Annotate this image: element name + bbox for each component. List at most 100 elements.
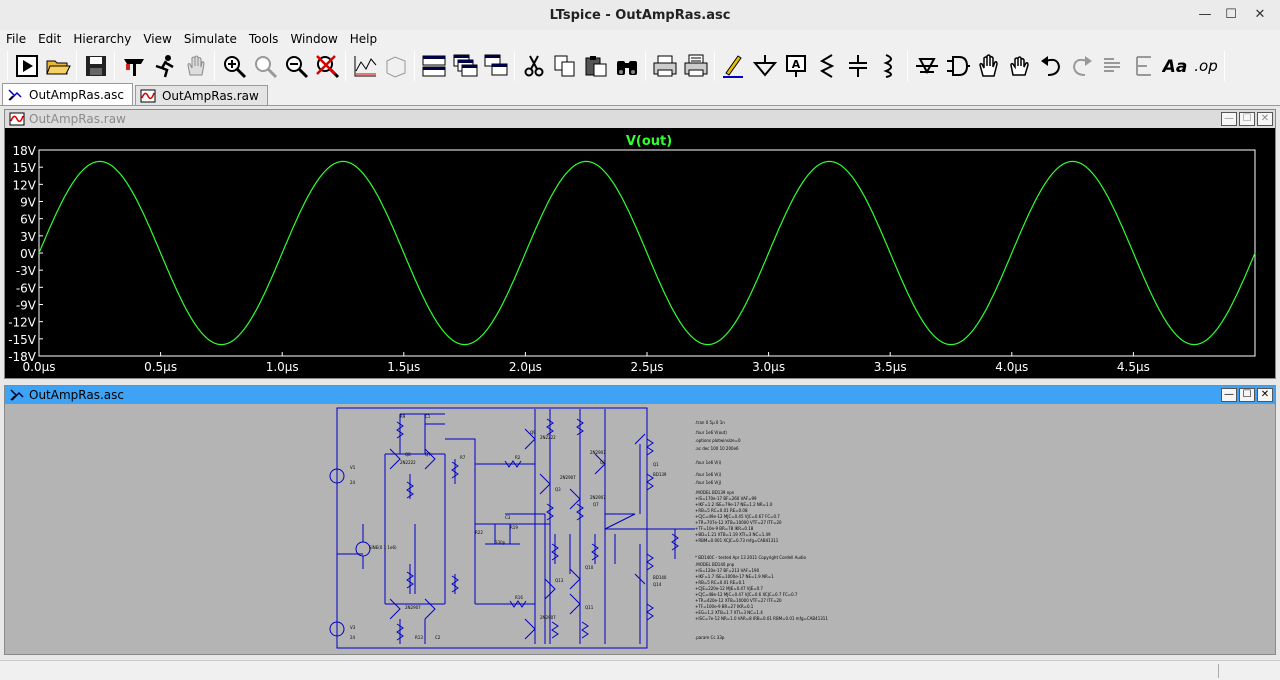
rotate-icon[interactable]	[1097, 51, 1128, 82]
mirror-icon[interactable]	[1128, 51, 1159, 82]
print-icon[interactable]	[649, 51, 680, 82]
svg-text:C1: C1	[425, 414, 431, 419]
svg-text:.tran 0 5µ 0 1n: .tran 0 5µ 0 1n	[695, 420, 725, 425]
minimize-button[interactable]: —	[1221, 112, 1237, 126]
x-tick-label: 4.5µs	[1117, 360, 1150, 374]
minimize-button[interactable]: —	[1198, 7, 1212, 22]
svg-text:.options plotwinsize=0: .options plotwinsize=0	[695, 438, 741, 443]
y-tick-label: -9V	[16, 299, 37, 313]
voltage-source[interactable]	[329, 468, 345, 484]
close-button[interactable]: ✕	[1257, 112, 1273, 126]
autorange-icon[interactable]	[349, 51, 380, 82]
waveform-plot[interactable]: V(out) 18V15V12V9V6V3V0V-3V-6V-9V-12V-15…	[5, 128, 1275, 378]
svg-text:R19: R19	[510, 525, 518, 530]
copy-icon[interactable]	[549, 51, 580, 82]
y-tick-label: -12V	[8, 316, 37, 330]
x-tick-label: 0.5µs	[144, 360, 177, 374]
schematic-window-title: OutAmpRas.asc	[29, 388, 124, 402]
text-icon[interactable]: Aa	[1159, 51, 1190, 82]
menu-help[interactable]: Help	[349, 32, 378, 46]
diode-icon[interactable]	[911, 51, 942, 82]
maximize-button[interactable]: ☐	[1225, 7, 1237, 22]
menu-edit[interactable]: Edit	[38, 32, 62, 46]
trace-label[interactable]: V(out)	[626, 134, 672, 149]
zoom-out-icon[interactable]	[249, 51, 280, 82]
drag-icon[interactable]	[1004, 51, 1035, 82]
print-setup-icon[interactable]	[680, 51, 711, 82]
maximize-button[interactable]: ☐	[1239, 112, 1255, 126]
svg-text:+RB=5 RC=0.01 RE=0.1: +RB=5 RC=0.01 RE=0.1	[695, 580, 745, 585]
voltage-source[interactable]	[329, 621, 345, 637]
svg-text:Q8: Q8	[405, 452, 411, 457]
svg-text:+TF=10e-9 BR=78 IKR=0.18: +TF=10e-9 BR=78 IKR=0.18	[695, 526, 754, 531]
minimize-button[interactable]: —	[1221, 388, 1237, 402]
svg-text:C2: C2	[435, 635, 441, 640]
run-icon[interactable]	[11, 51, 42, 82]
label-net-icon[interactable]: A	[780, 51, 811, 82]
capacitor-icon[interactable]	[842, 51, 873, 82]
y-tick-label: 9V	[20, 196, 37, 210]
x-tick-label: 0.0µs	[23, 360, 56, 374]
maximize-button[interactable]: ☐	[1239, 388, 1255, 402]
svg-text:2N2907: 2N2907	[560, 475, 576, 480]
x-tick-label: 1.5µs	[387, 360, 420, 374]
tab-schematic[interactable]: OutAmpRas.asc	[2, 83, 133, 105]
svg-text:.four 1e6 V(i): .four 1e6 V(i)	[695, 472, 722, 477]
undo-icon[interactable]	[1035, 51, 1066, 82]
svg-text:+IS=170e-17 BF=260 VAF=99: +IS=170e-17 BF=260 VAF=99	[695, 496, 757, 501]
svg-text:+TR=420e-12 XTB=10000 VTF=27: +TR=420e-12 XTB=10000 VTF=27 ITF=20	[695, 598, 782, 603]
svg-text:Q10: Q10	[585, 565, 594, 570]
document-tabs: OutAmpRas.asc OutAmpRas.raw	[0, 83, 1280, 106]
redo-icon[interactable]	[1066, 51, 1097, 82]
spice-directive-icon[interactable]: .op	[1190, 51, 1221, 82]
draw-wire-icon[interactable]	[718, 51, 749, 82]
pan-hand-icon[interactable]	[180, 51, 211, 82]
component-icon[interactable]	[942, 51, 973, 82]
paste-icon[interactable]	[580, 51, 611, 82]
tile-vertical-icon[interactable]	[480, 51, 511, 82]
control-panel-icon[interactable]	[118, 51, 149, 82]
tab-waveform[interactable]: OutAmpRas.raw	[134, 85, 268, 105]
zoom-in-icon[interactable]	[218, 51, 249, 82]
close-button[interactable]: ✕	[1254, 7, 1266, 22]
inductor-icon[interactable]	[873, 51, 904, 82]
y-tick-label: 6V	[20, 213, 37, 227]
waveform-window-titlebar[interactable]: OutAmpRas.raw — ☐ ✕	[5, 110, 1275, 128]
svg-text:.four 1e6 V(out): .four 1e6 V(out)	[695, 430, 727, 435]
zoom-full-icon[interactable]	[280, 51, 311, 82]
menu-view[interactable]: View	[143, 32, 172, 46]
move-icon[interactable]	[973, 51, 1004, 82]
svg-text:C3: C3	[505, 515, 511, 520]
svg-text:2N2907: 2N2907	[590, 495, 606, 500]
cancel-zoom-icon[interactable]	[311, 51, 342, 82]
open-icon[interactable]	[42, 51, 73, 82]
svg-text:* BD140C - tested Apr 13 2011: * BD140C - tested Apr 13 2011 Copyright …	[695, 555, 807, 560]
menu-simulate[interactable]: Simulate	[183, 32, 237, 46]
close-button[interactable]: ✕	[1257, 388, 1273, 402]
menu-file[interactable]: File	[6, 32, 27, 46]
find-icon[interactable]	[611, 51, 642, 82]
svg-text:24: 24	[350, 480, 356, 485]
3d-icon[interactable]	[380, 51, 411, 82]
menu-window[interactable]: Window	[290, 32, 338, 46]
svg-text:330p: 330p	[495, 540, 506, 545]
tile-horizontal-icon[interactable]	[418, 51, 449, 82]
svg-text:+ISC=7e-12 NR=1.0 VAR=8 IRB: +ISC=7e-12 NR=1.0 VAR=8 IRB=0.01 RBM=0.0…	[695, 616, 828, 621]
spice-directives: .tran 0 5µ 0 1n .four 1e6 V(out) .option…	[695, 420, 828, 640]
save-icon[interactable]	[80, 51, 111, 82]
toolbar-separator	[345, 51, 346, 81]
y-tick-label: 18V	[13, 144, 37, 158]
spice-directive-label: .op	[1194, 57, 1217, 75]
menu-hierarchy[interactable]: Hierarchy	[73, 32, 132, 46]
trace-vout[interactable]	[38, 160, 1256, 346]
schematic-window-titlebar[interactable]: OutAmpRas.asc — ☐ ✕	[5, 386, 1275, 404]
halt-icon[interactable]	[149, 51, 180, 82]
menu-tools[interactable]: Tools	[248, 32, 279, 46]
ground-icon[interactable]	[749, 51, 780, 82]
cut-icon[interactable]	[518, 51, 549, 82]
resistor-icon[interactable]	[811, 51, 842, 82]
svg-text:Q9: Q9	[530, 430, 536, 435]
cascade-icon[interactable]	[449, 51, 480, 82]
